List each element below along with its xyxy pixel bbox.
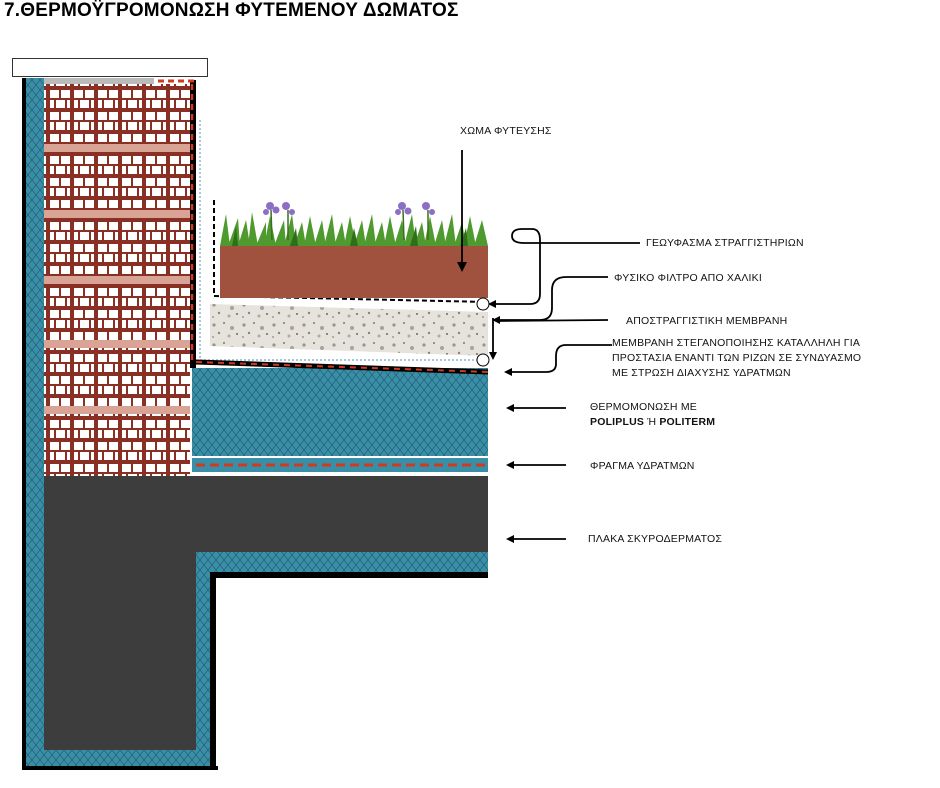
label-or: Ή [644, 416, 660, 428]
label-soil: ΧΩΜΑ ΦΥΤΕΥΣΗΣ [460, 125, 552, 137]
label-insulation-line1: ΘΕΡΜΟΜΟΝΩΣΗ ΜΕ [590, 401, 697, 413]
label-root-membrane-line2: ΠΡΟΣΤΑΣΙΑ ΕΝΑΝΤΙ ΤΩΝ ΡΙΖΩΝ ΣΕ ΣΥΝΔΥΑΣΜΟ [612, 352, 862, 364]
flower-icon [263, 202, 435, 215]
label-root-membrane-line1: ΜΕΜΒΡΑΝΗ ΣΤΕΓΑΝΟΠΟΙΗΣΗΣ ΚΑΤΑΛΛΗΛΗ ΓΙΑ [612, 337, 861, 349]
label-drainage-membrane: ΑΠΟΣΤΡΑΓΓΙΣΤΙΚΗ ΜΕΜΒΡΑΝΗ [626, 315, 788, 327]
label-root-membrane: ΜΕΜΒΡΑΝΗ ΣΤΕΓΑΝΟΠΟΙΗΣΗΣ ΚΑΤΑΛΛΗΛΗ ΓΙΑ ΠΡ… [612, 336, 861, 381]
label-insulation-line2: POLIPLUS Ή POLITERM [590, 415, 715, 430]
label-geotextile: ΓΕΩΥΦΑΣΜΑ ΣΤΡΑΓΓΙΣΤΗΡΙΩΝ [646, 237, 804, 249]
label-root-membrane-line3: ΜΕ ΣΤΡΩΣΗ ΔΙΑΧΥΣΗΣ ΥΔΡΑΤΜΩΝ [612, 367, 791, 379]
concrete-slab [44, 476, 488, 750]
wall-insulation-outer [26, 78, 44, 770]
drawing-title: 7.ΘΕΡΜΟΫΓΡΟΜΟΝΩΣΗ ΦΥΤΕΜΕΝΟΥ ΔΩΜΑΤΟΣ [4, 0, 459, 21]
label-insulation: ΘΕΡΜΟΜΟΝΩΣΗ ΜΕ POLIPLUS Ή POLITERM [590, 400, 715, 430]
title-frame [12, 58, 208, 77]
product-politerm: POLITERM [659, 416, 716, 428]
gravel-filter [210, 304, 488, 356]
label-concrete-slab: ΠΛΑΚΑ ΣΚΥΡΟΔΕΡΜΑΤΟΣ [588, 533, 723, 545]
thermal-insulation [192, 368, 488, 456]
label-vapour-barrier: ΦΡΑΓΜΑ ΥΔΡΑΤΜΩΝ [590, 460, 695, 472]
planting-soil [220, 246, 488, 298]
label-gravel-filter: ΦΥΣΙΚΟ ΦΙΛΤΡΟ ΑΠΟ ΧΑΛΙΚΙ [614, 272, 762, 284]
product-poliplus: POLIPLUS [590, 416, 645, 428]
